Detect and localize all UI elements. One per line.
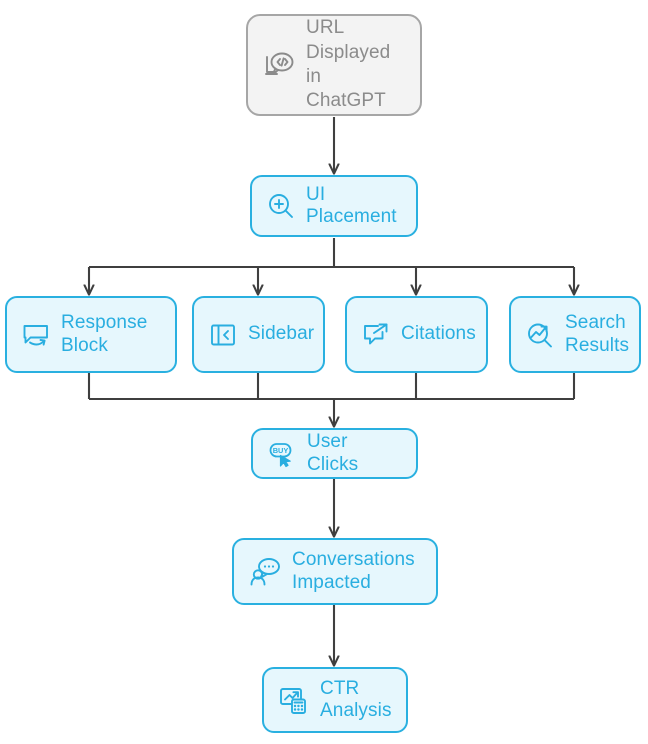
code-chat-bubble-icon [262, 48, 296, 82]
node-label: User Clicks [307, 431, 359, 475]
node-label: Response Block [61, 312, 148, 356]
zoom-in-icon [266, 191, 296, 221]
node-label: Citations [401, 323, 476, 345]
node-user-clicks[interactable]: BUY User Clicks [251, 428, 418, 479]
node-search-results[interactable]: Search Results [509, 296, 641, 373]
node-label: Conversations Impacted [292, 549, 415, 593]
node-citations[interactable]: Citations [345, 296, 488, 373]
person-speech-bubble-icon [248, 555, 282, 589]
svg-text:BUY: BUY [273, 446, 289, 455]
chart-calculator-icon [278, 684, 310, 716]
node-conversations-impacted[interactable]: Conversations Impacted [232, 538, 438, 605]
buy-button-cursor-icon: BUY [267, 439, 297, 469]
node-label: URL Displayed in ChatGPT [306, 17, 391, 112]
node-ui-placement[interactable]: UI Placement [250, 175, 418, 237]
external-link-bubble-icon [361, 320, 391, 350]
node-url-displayed-in-chatgpt[interactable]: URL Displayed in ChatGPT [246, 14, 422, 116]
node-label: Search Results [565, 312, 630, 356]
node-sidebar[interactable]: Sidebar [192, 296, 325, 373]
sidebar-panel-icon [208, 320, 238, 350]
chat-bubble-arrow-icon [21, 320, 51, 350]
node-response-block[interactable]: Response Block [5, 296, 177, 373]
node-label: Sidebar [248, 323, 315, 345]
node-label: UI Placement [306, 183, 397, 227]
node-label: CTR Analysis [320, 677, 392, 721]
node-ctr-analysis[interactable]: CTR Analysis [262, 667, 408, 733]
search-trend-icon [525, 320, 555, 350]
